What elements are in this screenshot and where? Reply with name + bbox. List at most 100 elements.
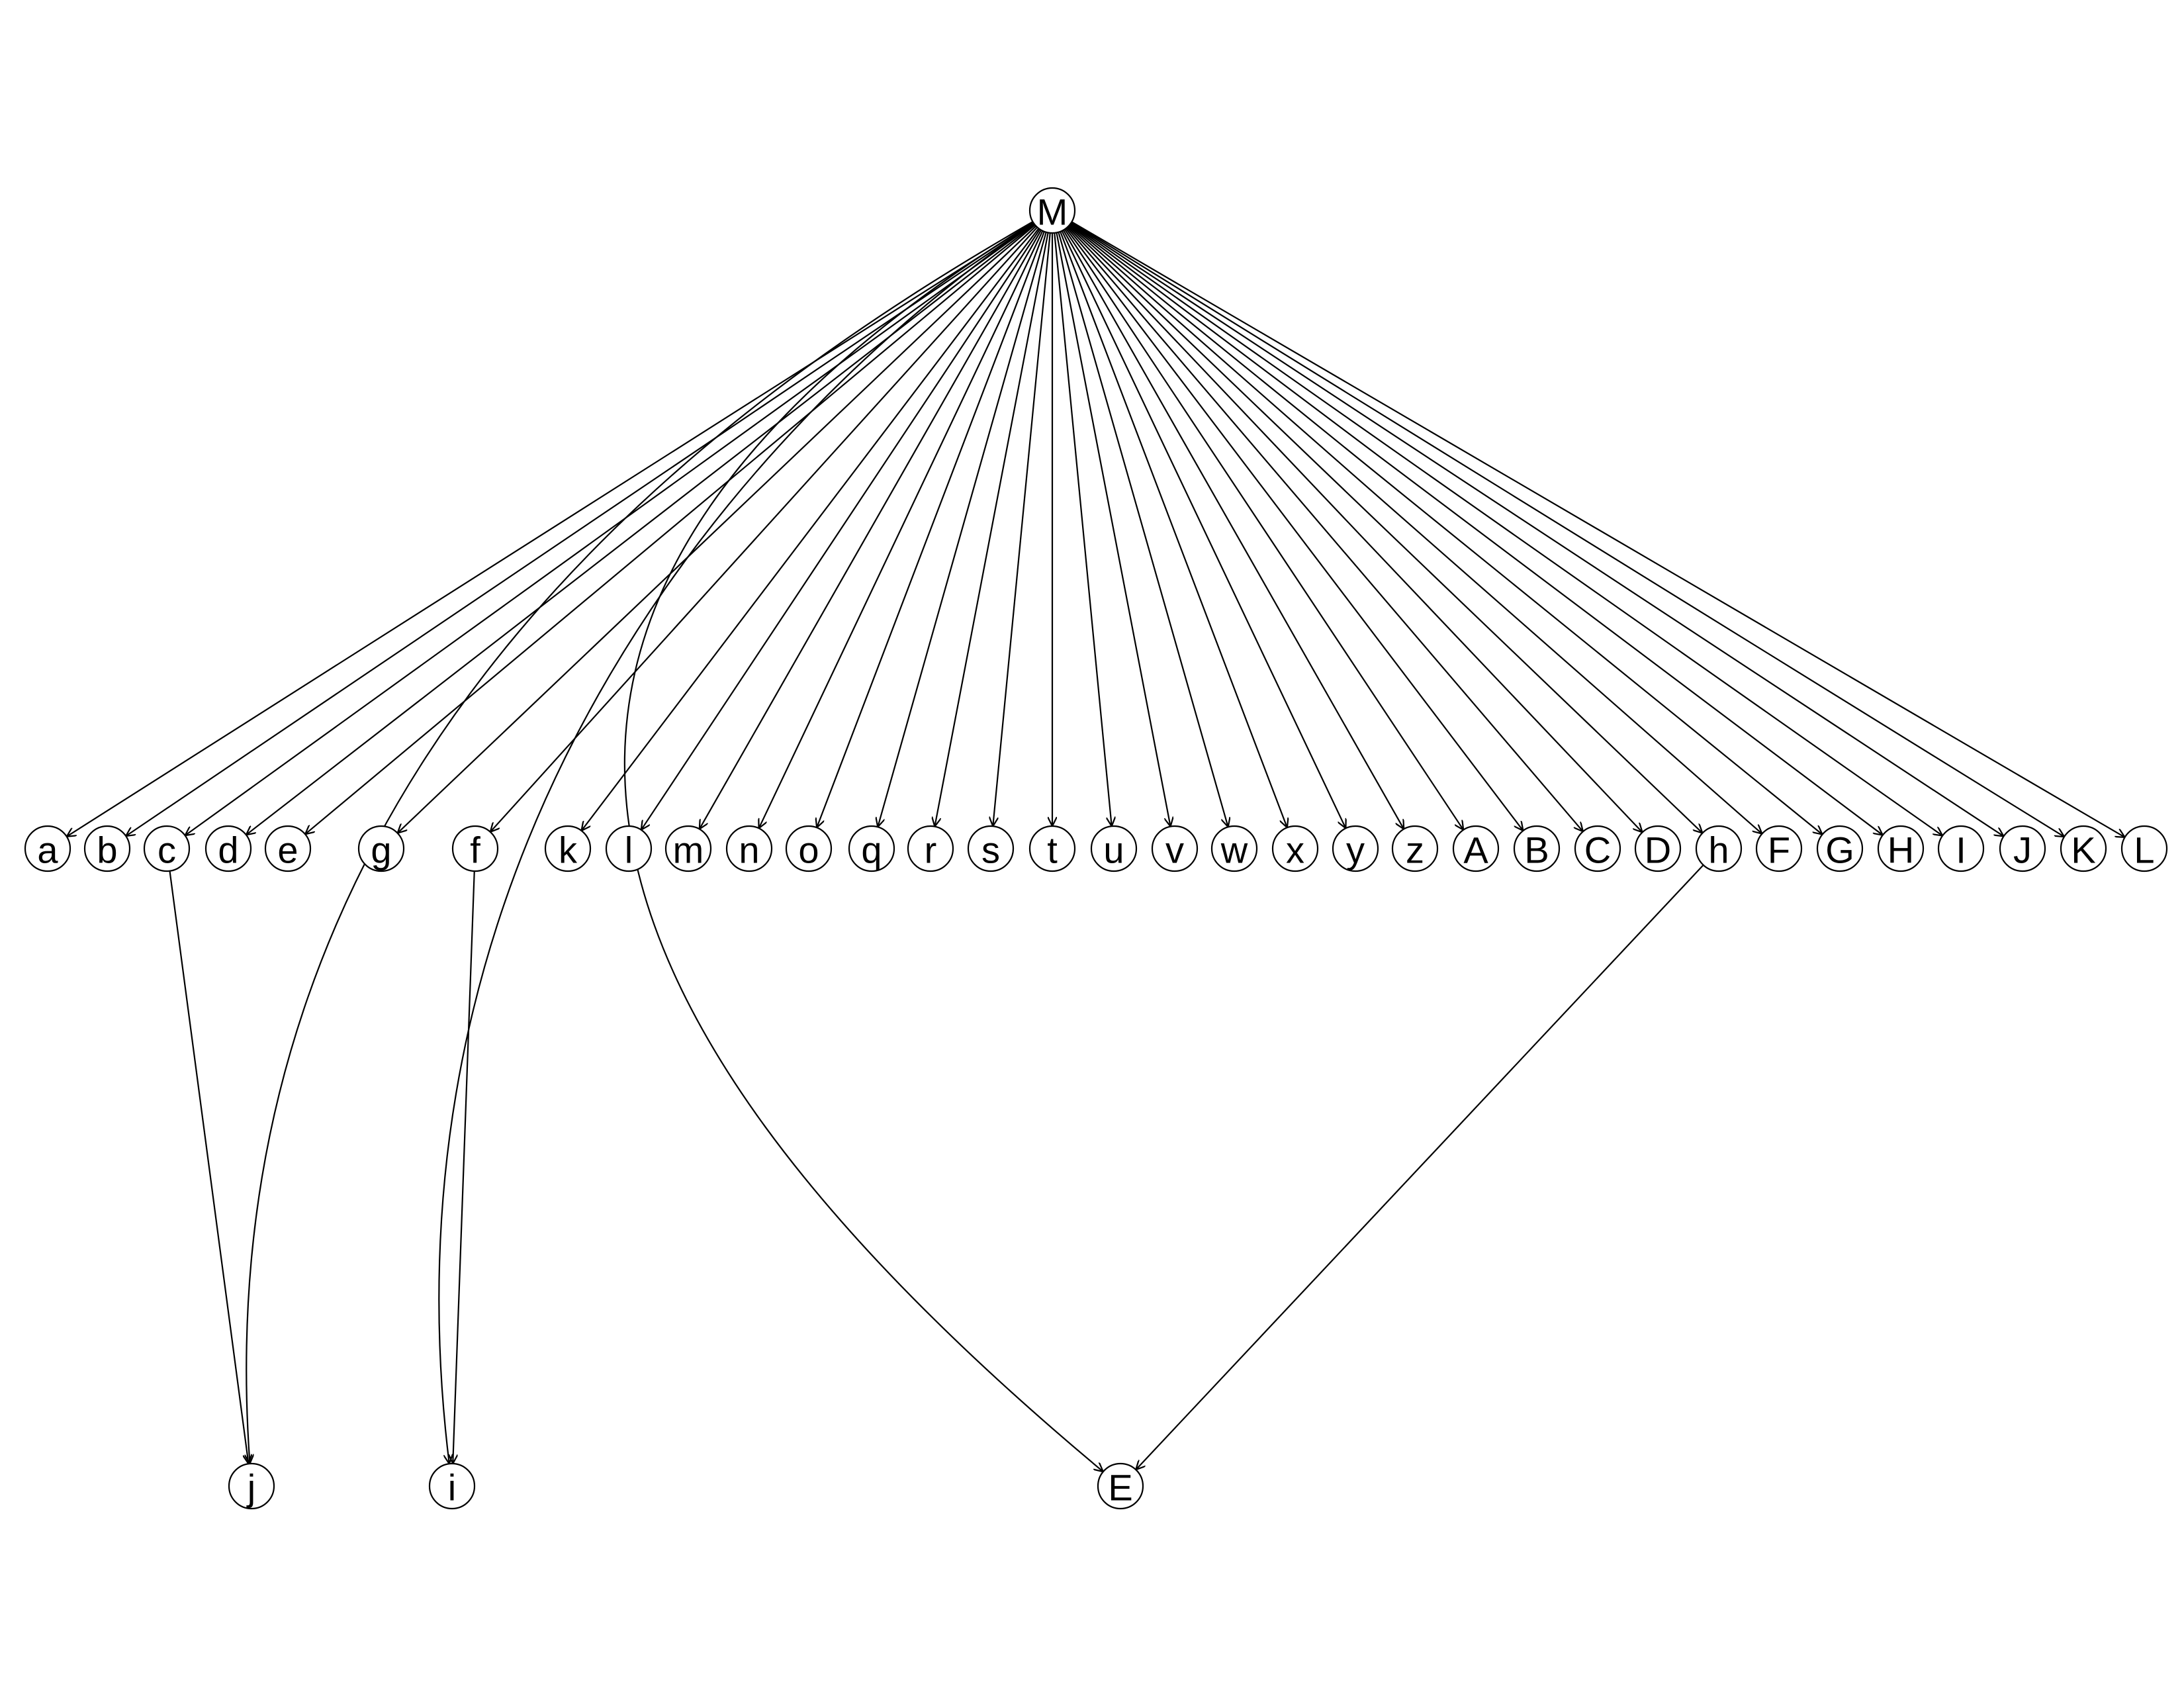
node-y: y [1332, 825, 1379, 872]
node-circle [1028, 187, 1076, 234]
node-t: t [1028, 825, 1076, 872]
node-circle [907, 825, 954, 872]
node-circle [605, 825, 653, 872]
node-label: k [559, 829, 578, 871]
node-label: z [1406, 829, 1424, 871]
edge-c-to-j [169, 870, 248, 1464]
node-circle [1452, 825, 1500, 872]
node-s: s [967, 825, 1015, 872]
node-i: i [428, 1462, 476, 1510]
node-circle [1937, 825, 1985, 872]
edge-M-to-I [1070, 222, 1942, 836]
node-G: G [1816, 825, 1864, 872]
node-circle [967, 825, 1015, 872]
node-circle [1210, 825, 1258, 872]
edge-M-to-w [1058, 232, 1228, 827]
node-circle [1999, 825, 2046, 872]
node-label: c [158, 829, 176, 871]
edge-M-to-A [1064, 228, 1463, 829]
node-l: l [605, 825, 653, 872]
node-label: B [1524, 829, 1549, 871]
edge-M-to-L [1071, 221, 2124, 837]
node-label: I [1956, 829, 1966, 871]
node-circle [1028, 825, 1076, 872]
node-B: B [1513, 825, 1561, 872]
edge-M-to-b [126, 222, 1034, 836]
node-e: e [264, 825, 312, 872]
edge-M-to-l [641, 228, 1041, 829]
node-h: h [1695, 825, 1743, 872]
node-label: K [2071, 829, 2095, 871]
node-z: z [1391, 825, 1439, 872]
node-circle [1877, 825, 1925, 872]
node-label: C [1584, 829, 1611, 871]
node-circle [1090, 825, 1138, 872]
edge-M-to-H [1069, 223, 1883, 835]
node-label: o [798, 829, 819, 871]
node-M: M [1028, 187, 1076, 234]
node-circle [264, 825, 312, 872]
node-label: e [277, 829, 298, 871]
edge-M-to-K [1071, 221, 2064, 837]
node-w: w [1210, 825, 1258, 872]
node-label: d [218, 829, 238, 871]
node-a: a [24, 825, 71, 872]
node-label: H [1888, 829, 1914, 871]
node-circle [664, 825, 712, 872]
node-label: b [97, 829, 117, 871]
node-I: I [1937, 825, 1985, 872]
edge-M-to-j [246, 221, 1034, 1464]
node-label: r [925, 829, 937, 871]
node-L: L [2120, 825, 2168, 872]
node-k: k [544, 825, 592, 872]
node-u: u [1090, 825, 1138, 872]
node-label: m [673, 829, 704, 871]
node-label: F [1768, 829, 1790, 871]
node-m: m [664, 825, 712, 872]
node-circle [1332, 825, 1379, 872]
node-circle [1271, 825, 1319, 872]
node-C: C [1574, 825, 1621, 872]
node-E: E [1097, 1462, 1144, 1510]
node-label: w [1220, 829, 1248, 871]
node-A: A [1452, 825, 1500, 872]
node-label: E [1108, 1467, 1132, 1509]
node-circle [1574, 825, 1621, 872]
node-c: c [143, 825, 191, 872]
node-label: y [1346, 829, 1365, 871]
edge-M-to-a [67, 222, 1034, 837]
node-circle [451, 825, 499, 872]
edge-M-to-F [1068, 224, 1762, 833]
node-circle [848, 825, 895, 872]
node-r: r [907, 825, 954, 872]
node-o: o [785, 825, 833, 872]
node-v: v [1151, 825, 1199, 872]
node-circle [83, 825, 131, 872]
node-circle [1695, 825, 1743, 872]
node-label: l [625, 829, 633, 871]
edge-M-to-e [305, 224, 1036, 834]
edge-M-to-r [934, 232, 1049, 826]
node-label: x [1286, 829, 1304, 871]
edge-M-to-m [700, 229, 1042, 829]
node-label: D [1645, 829, 1671, 871]
node-circle [24, 825, 71, 872]
node-label: J [2013, 829, 2032, 871]
node-label: v [1165, 829, 1184, 871]
node-label: t [1047, 829, 1058, 871]
node-K: K [2060, 825, 2107, 872]
edge-M-to-C [1066, 227, 1583, 831]
node-circle [205, 825, 252, 872]
edge-M-to-o [817, 231, 1045, 827]
node-j: j [228, 1462, 275, 1510]
edge-M-to-g [398, 225, 1037, 833]
node-F: F [1755, 825, 1803, 872]
node-g: g [357, 825, 405, 872]
node-f: f [451, 825, 499, 872]
node-circle [1755, 825, 1803, 872]
edge-M-to-d [246, 223, 1035, 835]
node-label: G [1825, 829, 1854, 871]
node-n: n [725, 825, 773, 872]
edges-layer [67, 221, 2125, 1472]
node-J: J [1999, 825, 2046, 872]
